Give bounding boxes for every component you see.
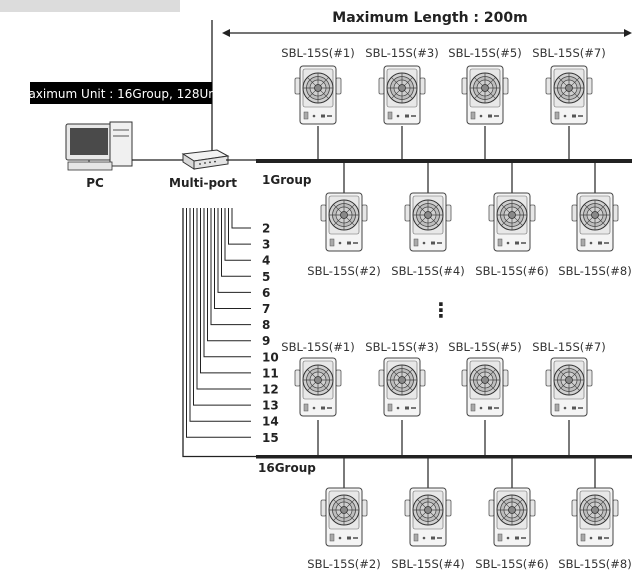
ionizer-unit-icon [404, 192, 452, 252]
port-number-label: 3 [262, 238, 270, 252]
unit-label: SBL-15S(#7) [532, 340, 605, 354]
port-line [186, 208, 251, 438]
unit-label: SBL-15S(#6) [475, 264, 548, 278]
ionizer-unit-icon [378, 357, 426, 417]
ionizer-unit-icon [545, 357, 593, 417]
port-line [221, 208, 251, 277]
unit-label: SBL-15S(#8) [558, 557, 631, 571]
port-line [214, 208, 251, 309]
port-line [189, 208, 251, 422]
port-line-16 [182, 208, 256, 458]
ionizer-unit-icon [320, 487, 368, 547]
port-line [224, 208, 251, 261]
ionizer-unit-icon [461, 65, 509, 125]
max-length-arrow [222, 29, 632, 37]
group1-label: 1Group [262, 173, 312, 187]
group16-label: 16Group [258, 461, 316, 475]
ionizer-unit-icon [320, 192, 368, 252]
ionizer-unit-icon [488, 192, 536, 252]
port-lines: 2 3 4 5 6 7 8 9 10 11 12 13 14 15 [182, 208, 279, 458]
port-line [210, 208, 251, 326]
unit-label: SBL-15S(#8) [558, 264, 631, 278]
ionizer-unit-icon [571, 192, 619, 252]
unit-label: SBL-15S(#1) [281, 340, 354, 354]
port-number-label: 8 [262, 318, 270, 332]
max-length-label: Maximum Length : 200m [332, 10, 527, 26]
port-number-label: 4 [262, 254, 270, 268]
ionizer-unit-icon [378, 65, 426, 125]
unit-label: SBL-15S(#5) [448, 340, 521, 354]
port-number-label: 12 [262, 383, 279, 397]
unit-label: SBL-15S(#5) [448, 46, 521, 60]
unit-label: SBL-15S(#4) [391, 557, 464, 571]
unit-label: SBL-15S(#3) [365, 340, 438, 354]
port-number-label: 13 [262, 399, 279, 413]
max-unit-label: Maximum Unit : 16Group, 128Unit [18, 87, 224, 101]
unit-label: SBL-15S(#2) [307, 264, 380, 278]
pc-label: PC [86, 176, 104, 190]
ionizer-unit-icon [488, 487, 536, 547]
port-line [217, 208, 251, 293]
multiport-icon [181, 149, 230, 170]
unit-label: SBL-15S(#4) [391, 264, 464, 278]
port-line [228, 208, 251, 245]
port-number-label: 7 [262, 302, 270, 316]
port-number-label: 6 [262, 286, 270, 300]
port-number-label: 11 [262, 366, 279, 380]
unit-label: SBL-15S(#6) [475, 557, 548, 571]
port-line [207, 208, 251, 342]
ionizer-unit-icon [294, 65, 342, 125]
port-number-label: 2 [262, 222, 270, 236]
unit-label: SBL-15S(#7) [532, 46, 605, 60]
port-number-label: 14 [262, 415, 279, 429]
port-line [200, 208, 251, 374]
group1-bus [256, 159, 632, 163]
port-line [231, 208, 251, 229]
units-layer: SBL-15S(#1) SBL-15S(#3) SBL-15S(#5) SBL-15S… [281, 46, 631, 571]
pc-icon [65, 121, 133, 171]
ionizer-unit-icon [294, 357, 342, 417]
unit-label: SBL-15S(#1) [281, 46, 354, 60]
group16-bus [256, 455, 632, 459]
port-number-label: 10 [262, 350, 279, 364]
port-line [196, 208, 251, 390]
unit-label: SBL-15S(#3) [365, 46, 438, 60]
multiport-label: Multi-port [169, 176, 237, 190]
port-line [203, 208, 251, 358]
port-number-label: 5 [262, 270, 270, 284]
header-tab [0, 0, 180, 12]
port-line [193, 208, 251, 406]
unit-label: SBL-15S(#2) [307, 557, 380, 571]
port-number-label: 9 [262, 334, 270, 348]
vertical-ellipsis: ⋮ [431, 298, 451, 322]
ionizer-unit-icon [571, 487, 619, 547]
ionizer-unit-icon [545, 65, 593, 125]
max-unit-box [30, 82, 212, 104]
ionizer-unit-icon [461, 357, 509, 417]
port-number-label: 15 [262, 431, 279, 445]
ionizer-unit-icon [404, 487, 452, 547]
